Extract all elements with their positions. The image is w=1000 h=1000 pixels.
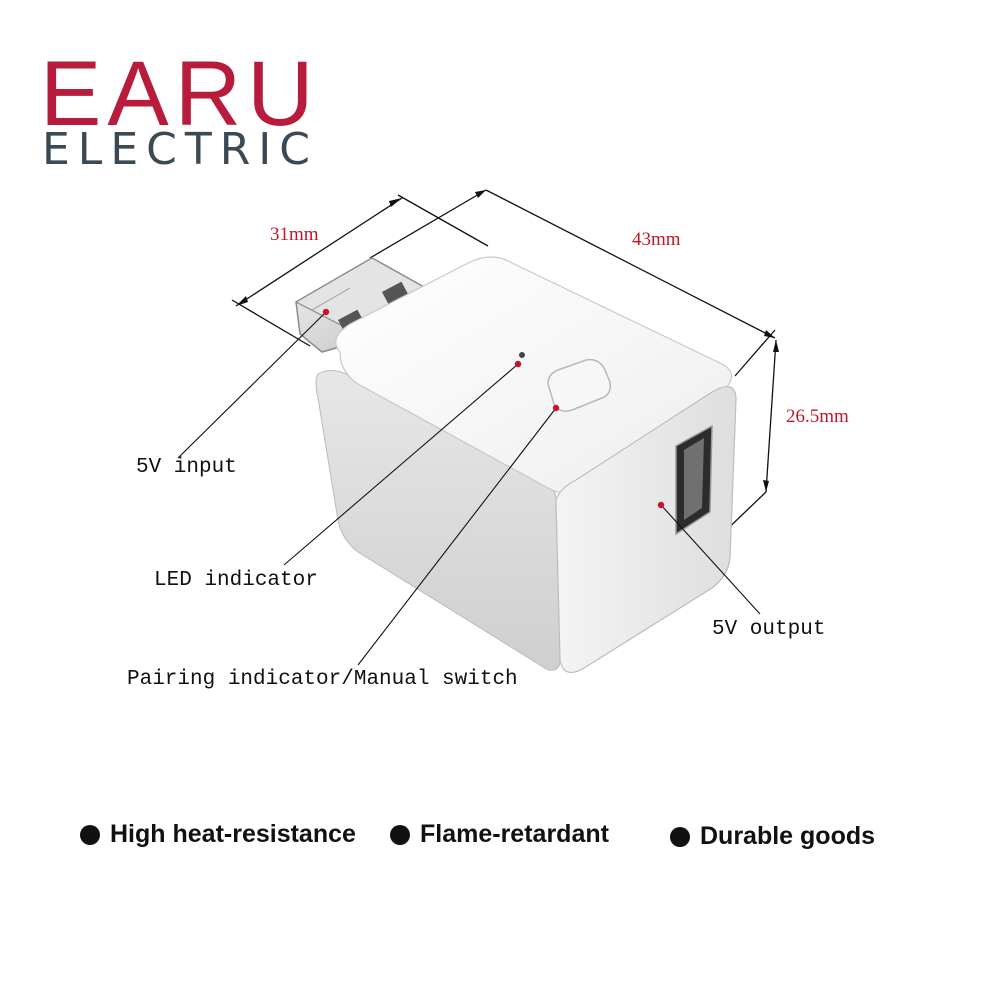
led-indicator-hole [519,352,525,358]
marker-dot [322,308,330,316]
callout-markers [322,308,665,509]
leader-line-usb-output [660,504,761,615]
arrow-head [389,198,402,207]
feature-item: High heat-resistance [80,820,356,849]
arrow-head [475,190,486,198]
callout-label-button: Pairing indicator/Manual switch [127,668,518,691]
leader-line-led [283,363,519,566]
callout-lines [177,311,761,666]
feature-label: Durable goods [700,822,876,850]
callout-label-led: LED indicator [154,569,318,592]
usb-pin-slot [338,309,364,333]
marker-dot [514,360,522,368]
device-body [315,256,737,674]
bullet-icon [390,824,410,845]
usb-pin-slot [382,281,408,305]
arrow-head [773,340,779,352]
usb-output-port-tongue [684,438,704,520]
feature-item: Durable goods [670,822,875,851]
extension-line [734,329,776,377]
callout-label-usb-output: 5V output [712,618,826,641]
dimension-line-height [765,339,777,493]
marker-dot [552,404,560,412]
dimension-line-length [369,189,487,259]
device-top-face [335,256,733,495]
brand-subtitle: ELECTRIC [42,124,318,175]
feature-item: Flame-retardant [390,820,609,849]
leader-line-button [357,407,557,666]
feature-list: High heat-resistance Flame-retardant Dur… [0,818,1000,858]
callout-label-usb-input: 5V input [136,456,237,479]
dimension-label-length: 43mm [632,229,681,250]
extension-line [397,194,489,247]
bullet-icon [670,826,690,847]
usb-plug-edge [311,287,351,311]
marker-dot [657,501,665,509]
pairing-button[interactable] [547,358,612,412]
bullet-icon [80,824,100,845]
dimension-line-width [235,197,403,307]
dimension-label-height: 26.5mm [786,406,849,427]
arrow-head [236,296,248,306]
feature-label: High heat-resistance [110,820,356,848]
extension-line [231,299,311,347]
dimension-label-width: 31mm [270,224,319,245]
arrow-head [764,330,775,338]
dimension-arrows [236,190,779,492]
brand-logo-text: EARU [40,43,320,145]
dimension-line-length [485,189,776,339]
feature-label: Flame-retardant [420,820,609,848]
leader-line-usb-input [177,311,327,459]
arrow-head [763,480,769,492]
